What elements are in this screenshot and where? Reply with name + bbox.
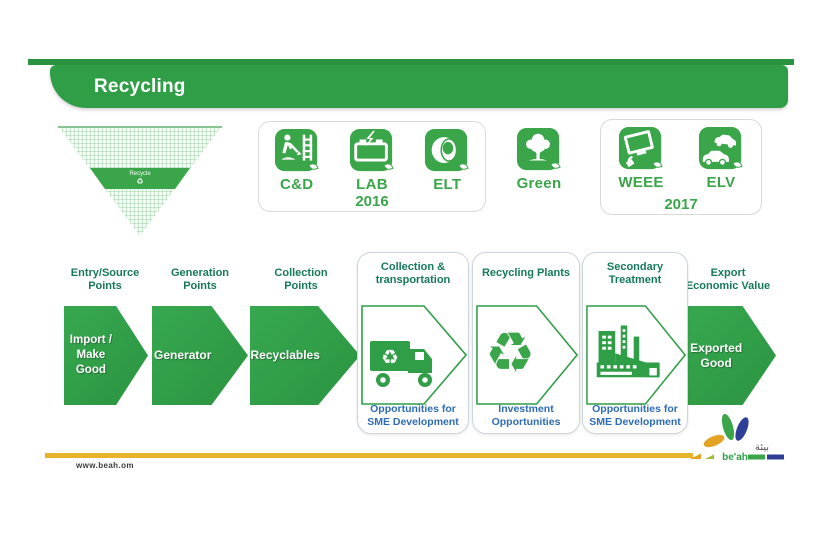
page-title: Recycling (94, 75, 186, 97)
arrow-recyclables: Recyclables (250, 306, 360, 405)
stage-recycling-plants: Recycling Plants ♻ Investment Opportunit… (472, 252, 580, 434)
stage-title: Secondary Treatment (606, 261, 664, 286)
logo-arabic-text: بيئة (755, 442, 769, 453)
leaf-icon (732, 161, 743, 168)
car-icon (698, 126, 743, 170)
top-accent-bar (28, 59, 794, 65)
monitor-icon (618, 126, 663, 170)
stage-collection-transportation: Collection & transportation ♻ Opportunit… (357, 252, 469, 434)
arrow-exported-good: Exported Good (688, 306, 776, 405)
stream-lab: LAB (340, 128, 404, 193)
arrow-generator: Generator (152, 306, 248, 405)
battery-icon (349, 128, 394, 172)
funnel-top-line (58, 126, 222, 128)
recycling-truck-icon: ♻ (370, 341, 432, 387)
stage-note: Opportunities for SME Development (589, 403, 681, 428)
logo-leaf-blue (735, 417, 749, 441)
logo-strip-blue (767, 454, 784, 460)
logo-strip-green (748, 454, 765, 460)
heading-entry-source-points: Entry/Source Points (70, 267, 140, 292)
svg-text:♻: ♻ (381, 347, 399, 369)
funnel-band-label: Recycle (129, 171, 151, 177)
stream-label-elv: ELV (706, 174, 736, 191)
heading-collection-points: Collection Points (274, 267, 328, 292)
arrow-label: Exported Good (690, 340, 743, 370)
footer-accent-line (45, 453, 693, 458)
stage-note: Investment Opportunities (491, 403, 561, 428)
funnel-band: Recycle ♻ (90, 168, 190, 189)
leaf-icon (550, 162, 561, 169)
arrow-label: Recyclables (250, 348, 320, 362)
stream-label-lab: LAB (356, 176, 388, 193)
header-banner: Recycling (50, 65, 788, 108)
recycle-funnel: Recycle ♻ (58, 126, 222, 236)
stream-cd: C&D (265, 128, 329, 193)
stream-label-green: Green (516, 175, 562, 192)
logo-wordmark: be'ah (722, 452, 748, 463)
outline-arrow (476, 305, 578, 405)
stream-label-cd: C&D (279, 176, 314, 193)
stream-green: Green (504, 127, 574, 192)
logo-strip-triangle (705, 454, 714, 459)
stage-title: Collection & transportation (375, 261, 451, 286)
tire-icon (425, 128, 470, 172)
heading-export-economic-value: Export Economic Value (685, 267, 771, 292)
year-2016: 2016 (355, 193, 389, 210)
stage-note: Opportunities for SME Development (367, 403, 459, 428)
leaf-icon (652, 161, 663, 168)
leaf-icon (383, 163, 394, 170)
stream-elv: ELV (689, 126, 753, 191)
stream-elt: ELT (415, 128, 479, 193)
construction-worker-icon (274, 128, 319, 172)
stage-title: Recycling Plants (481, 267, 571, 279)
footer-url: www.beah.om (76, 461, 134, 470)
tree-icon (516, 127, 561, 171)
leaf-icon (308, 163, 319, 170)
recycle-arrows-icon: ♻ (485, 321, 536, 384)
recycle-icon: ♻ (136, 177, 144, 186)
heading-generation-points: Generation Points (170, 267, 230, 292)
stream-label-weee: WEEE (618, 174, 664, 191)
logo-strip-triangle (690, 453, 701, 459)
year-2017: 2017 (664, 196, 698, 213)
arrow-label: Generator (154, 348, 212, 362)
leaf-icon (458, 163, 470, 170)
stream-weee: WEEE (609, 126, 673, 191)
logo-leaf-green (721, 413, 735, 441)
waste-group-2016: C&D LAB (258, 121, 486, 212)
logo-leaf-orange (703, 434, 725, 448)
factory-icon (596, 325, 660, 378)
beah-logo: بيئة be'ah (690, 413, 784, 463)
waste-group-2017: WEEE (600, 119, 762, 215)
stream-label-elt: ELT (433, 176, 462, 193)
arrow-import-make-good: Import / Make Good (64, 306, 148, 405)
stage-secondary-treatment: Secondary Treatment (582, 252, 688, 434)
arrow-label: Import / Make Good (69, 334, 112, 376)
